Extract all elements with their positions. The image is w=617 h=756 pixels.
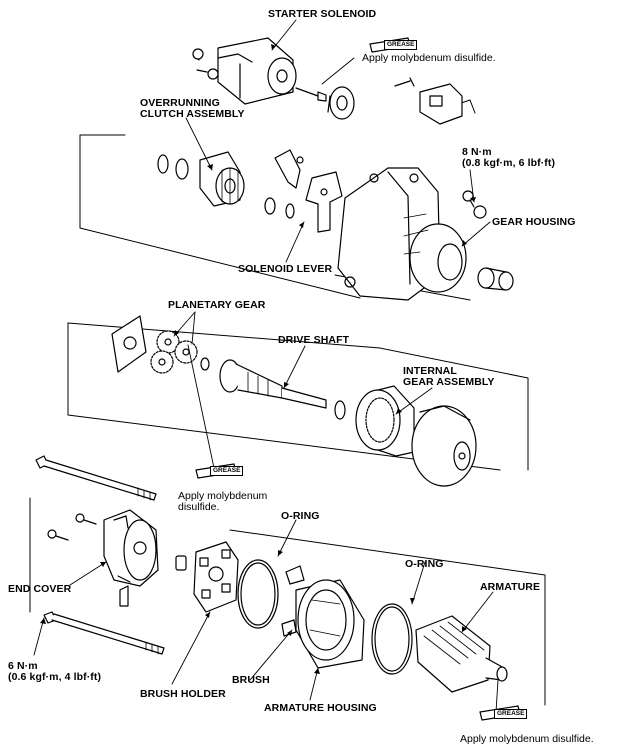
internal-gear-part — [355, 385, 477, 487]
label-armature: ARMATURE — [480, 581, 541, 593]
label-end-cover: END COVER — [8, 583, 72, 595]
grease-note-bottom: Apply molybdenum disulfide. — [460, 733, 594, 745]
label-o-ring-left: O-RING — [281, 510, 320, 522]
grease-note-middle-2: disulfide. — [178, 501, 220, 513]
grease-note-top: Apply molybdenum disulfide. — [362, 52, 496, 64]
starter-solenoid-part — [192, 37, 327, 105]
label-drive-shaft: DRIVE SHAFT — [278, 334, 350, 346]
o-rings — [237, 559, 413, 675]
label-internal-gear-2: GEAR ASSEMBLY — [403, 376, 495, 388]
overrunning-clutch-part — [157, 151, 295, 219]
label-brush: BRUSH — [232, 674, 270, 686]
label-o-ring-right: O-RING — [405, 558, 444, 570]
leader-lines — [33, 19, 499, 713]
panel-outlines — [29, 99, 546, 706]
solenoid-lever-part — [274, 149, 343, 233]
label-starter-solenoid: STARTER SOLENOID — [268, 8, 377, 20]
label-solenoid-lever: SOLENOID LEVER — [238, 263, 333, 275]
label-torque-bottom-1: 6 N·m — [8, 660, 38, 672]
through-bolts — [35, 455, 165, 655]
label-gear-housing: GEAR HOUSING — [492, 216, 576, 228]
label-torque-bottom-2: (0.6 kgf·m, 4 lbf·ft) — [8, 671, 102, 683]
drive-shaft-part — [219, 359, 346, 420]
label-overrunning-clutch-2: CLUTCH ASSEMBLY — [140, 108, 245, 120]
gear-housing-part — [337, 167, 514, 301]
label-torque-top-1: 8 N·m — [462, 146, 492, 158]
brush-holder-part — [193, 541, 239, 613]
end-cover-part — [47, 509, 187, 607]
plunger-parts — [327, 77, 463, 125]
label-brush-holder: BRUSH HOLDER — [140, 688, 226, 700]
armature-housing-part — [281, 565, 365, 669]
grease-tag-middle: GREASE — [210, 466, 244, 476]
leader-arrowheads — [40, 44, 476, 674]
grease-note-middle-1: Apply molybdenum — [178, 490, 268, 502]
grease-tag-top: GREASE — [384, 40, 418, 50]
label-planetary-gear: PLANETARY GEAR — [168, 299, 266, 311]
label-internal-gear-1: INTERNAL — [403, 365, 457, 377]
armature-part — [415, 615, 508, 693]
planetary-gear-part — [111, 315, 210, 374]
label-overrunning-clutch-1: OVERRUNNING — [140, 97, 220, 109]
grease-tag-bottom: GREASE — [494, 709, 528, 719]
label-torque-top-2: (0.8 kgf·m, 6 lbf·ft) — [462, 157, 556, 169]
label-armature-housing: ARMATURE HOUSING — [264, 702, 377, 714]
